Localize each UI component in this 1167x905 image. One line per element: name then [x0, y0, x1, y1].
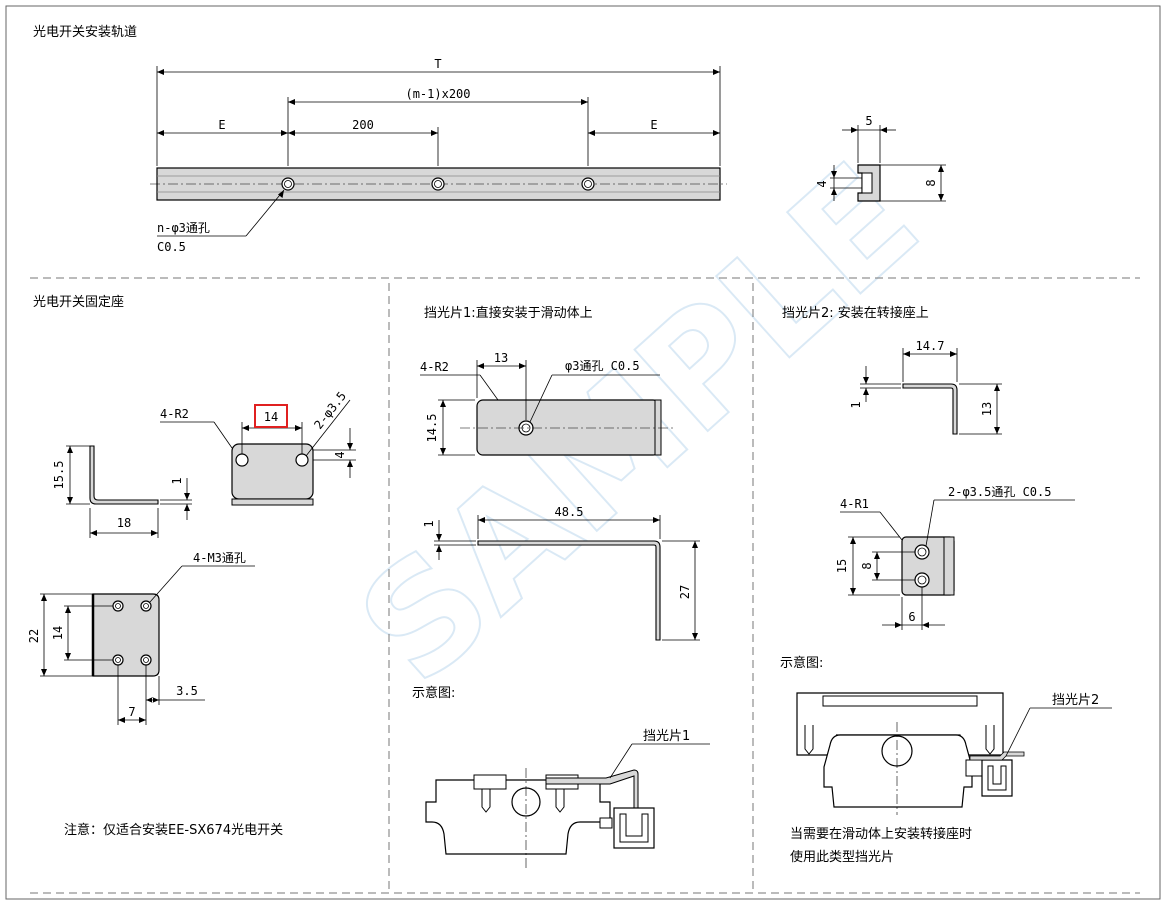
shade1-length-label: 48.5 — [555, 505, 584, 519]
bracket-width-label: 18 — [117, 516, 131, 530]
rail-hole-leader — [157, 189, 285, 237]
shade2-part-label: 挡光片2 — [1052, 693, 1099, 708]
plate-edge-label: 3.5 — [176, 684, 198, 698]
shade1-thick-label: 1 — [422, 520, 436, 527]
shade2-length-label: 14.7 — [916, 339, 945, 353]
dim-pitch-label: (m-1)x200 — [405, 87, 470, 101]
shade1-radius-label: 4-R2 — [420, 360, 449, 374]
shade2-note-line2: 使用此类型挡光片 — [790, 849, 894, 865]
bracket-m3-plate — [40, 565, 255, 725]
bracket-note: 注意：仅适合安装EE-SX674光电开关 — [64, 822, 283, 838]
plate-height-label: 22 — [27, 629, 41, 643]
bracket-hole-offset-label: 4 — [333, 451, 347, 458]
shade2-holes-label: 2-φ3.5通孔 C0.5 — [948, 485, 1051, 499]
plate-hole-x-label: 7 — [128, 705, 135, 719]
shade2-assembly-diagram — [796, 692, 1112, 815]
dim-200-label: 200 — [352, 118, 374, 132]
rail-body — [150, 167, 727, 201]
shade1-hole-offset-label: 13 — [494, 351, 508, 365]
bracket-hole-pitch-label: 14 — [264, 410, 278, 424]
bracket-radius-label: 4-R2 — [160, 407, 189, 421]
bracket-height-label: 15.5 — [52, 461, 66, 490]
rail-hole-note: n-φ3通孔 — [157, 221, 210, 235]
shade2-diagram-label: 示意图: — [780, 655, 823, 671]
dim-E-right-label: E — [650, 118, 657, 132]
sheet-border — [5, 5, 1161, 900]
bracket-thick-label: 1 — [170, 477, 184, 484]
rail-chamfer-note: C0.5 — [157, 240, 186, 254]
shade1-side-view — [434, 515, 700, 641]
shade1-assembly-diagram — [425, 743, 710, 868]
bracket-m3-label: 4-M3通孔 — [193, 551, 246, 565]
shade1-height-label: 27 — [678, 585, 692, 599]
bracket-title: 光电开关固定座 — [33, 295, 124, 310]
shade1-diagram-label: 示意图: — [412, 685, 455, 701]
shade2-hole-x-label: 6 — [908, 610, 915, 624]
rail-section-view — [830, 125, 946, 202]
shade2-radius-label: 4-R1 — [840, 497, 869, 511]
dim-T-label: T — [434, 57, 441, 71]
shade1-title: 挡光片1:直接安装于滑动体上 — [424, 305, 593, 321]
section-width-label: 5 — [865, 114, 872, 128]
section-height-label: 8 — [924, 179, 938, 186]
shade2-width-label: 15 — [835, 559, 849, 573]
plate-hole-pitch-label: 14 — [51, 626, 65, 640]
dim-E-left-label: E — [218, 118, 225, 132]
shade1-top-view — [420, 360, 675, 456]
rail-dimensions: T (m-1)x200 E 200 E — [156, 57, 721, 166]
shade2-title: 挡光片2: 安装在转接座上 — [782, 305, 929, 321]
bracket-side-view — [66, 445, 192, 538]
bracket-front-view — [160, 399, 356, 506]
shade1-part-label: 挡光片1 — [643, 729, 690, 744]
shade1-hole-label: φ3通孔 C0.5 — [565, 359, 640, 373]
section-slot-label: 4 — [815, 180, 829, 187]
shade2-note-line1: 当需要在滑动体上安装转接座时 — [790, 826, 972, 842]
shade2-height-label: 13 — [980, 402, 994, 416]
shade2-hole-pitch-label: 8 — [860, 562, 874, 569]
shade2-side-view — [860, 348, 1002, 435]
shade2-thick-label: 1 — [849, 401, 863, 408]
shade1-width-label: 14.5 — [425, 414, 439, 443]
shade2-front-view — [840, 499, 1075, 630]
dim-14-highlight-box — [254, 404, 288, 428]
rail-title: 光电开关安装轨道 — [33, 25, 137, 40]
